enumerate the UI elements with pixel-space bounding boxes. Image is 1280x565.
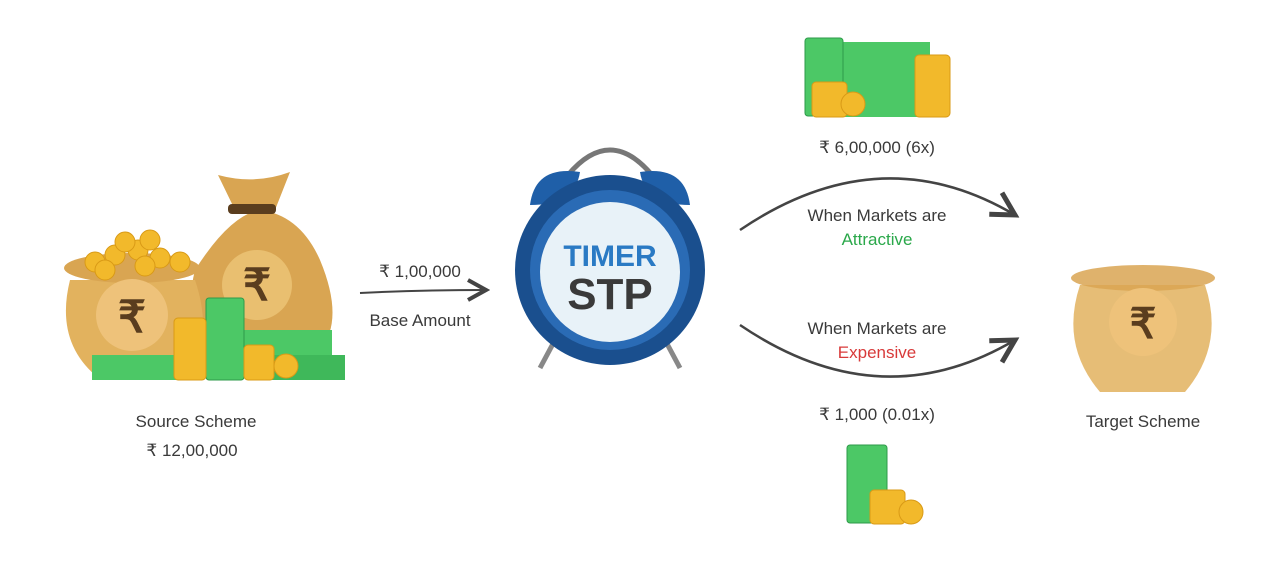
transfer-amount: ₹ 1,00,000 [379,262,461,281]
attractive-arrow-icon [739,177,1015,232]
clock-title-timer: TIMER [563,240,657,273]
attractive-condition: Attractive [841,230,913,249]
attractive-amount: ₹ 6,00,000 (6x) [819,138,935,157]
transfer-label: Base Amount [369,311,471,330]
clock-title-stp: STP [567,270,653,319]
target-money-bag-icon: ₹ [1071,265,1215,392]
svg-text:₹: ₹ [1130,300,1157,347]
svg-text:₹: ₹ [243,261,271,310]
source-amount: ₹ 12,00,000 [146,441,238,460]
expensive-arrow-icon [739,323,1015,378]
target-label: Target Scheme [1085,412,1201,431]
svg-text:₹: ₹ [118,293,146,342]
source-money-bags-icon: ₹ ₹ [64,172,345,381]
large-cash-stack-icon [804,37,951,118]
base-arrow-icon [359,290,486,293]
expensive-condition: Expensive [837,343,917,362]
attractive-prefix: When Markets are [807,206,947,225]
expensive-amount: ₹ 1,000 (0.01x) [819,405,935,424]
source-label: Source Scheme [135,412,257,431]
small-cash-icon [846,444,924,525]
alarm-clock-icon [515,147,705,370]
expensive-prefix: When Markets are [807,319,947,338]
